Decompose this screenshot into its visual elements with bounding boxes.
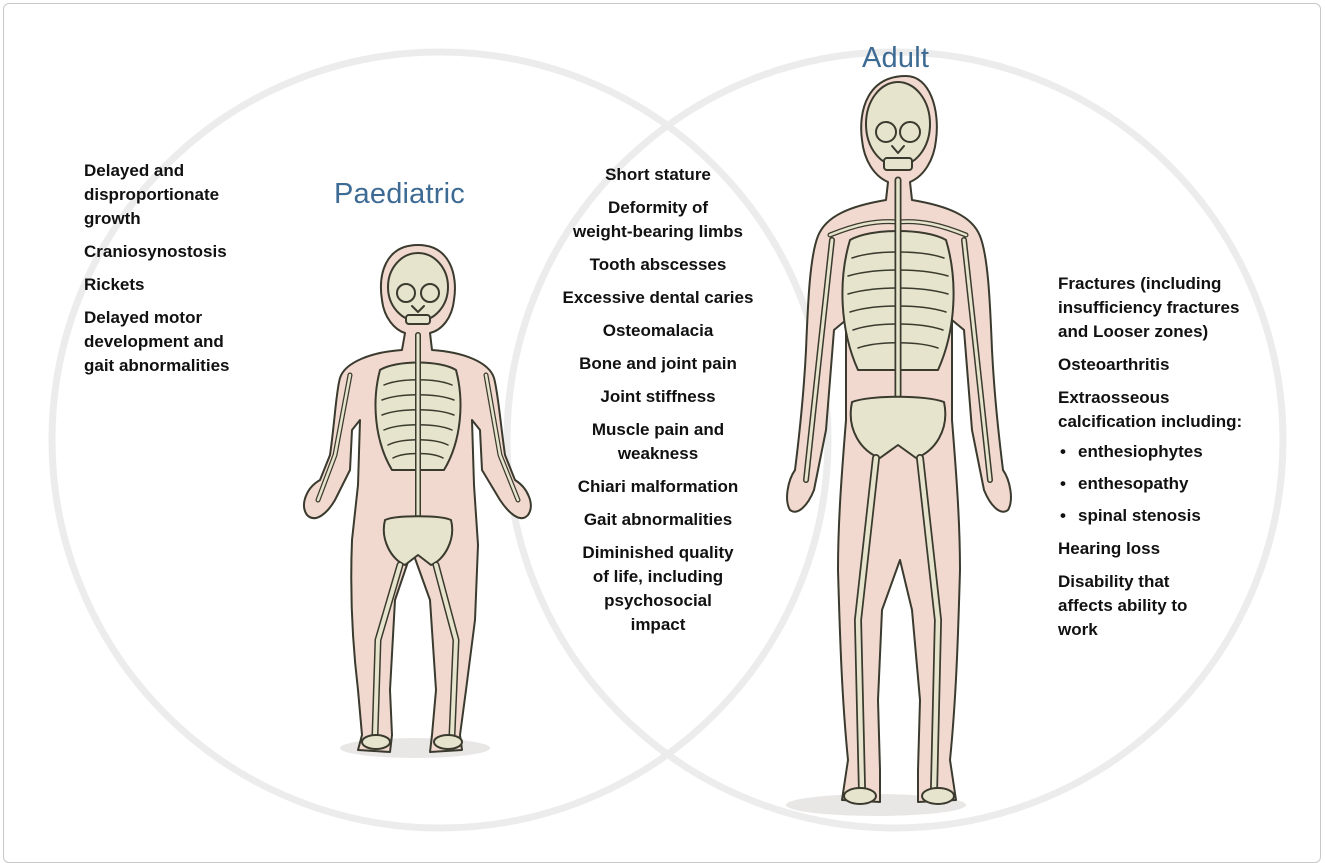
list-item: Osteomalacia	[554, 319, 762, 343]
list-item: Delayed and disproportionate growth	[84, 159, 284, 231]
adult-skeleton-image	[786, 76, 1011, 816]
list-item: Hearing loss	[1058, 537, 1258, 561]
list-item: Diminished quality of life, including ps…	[554, 541, 762, 637]
list-item: Short stature	[554, 163, 762, 187]
list-item: Excessive dental caries	[554, 286, 762, 310]
paediatric-skeleton-image	[304, 245, 531, 758]
list-item: Fractures (including insufficiency fract…	[1058, 272, 1258, 344]
shared-list: Short stature Deformity of weight-bearin…	[554, 163, 762, 646]
list-item: Gait abnormalities	[554, 508, 762, 532]
sub-list-item: enthesiophytes	[1058, 440, 1258, 464]
list-item: Craniosynostosis	[84, 240, 284, 264]
list-item: Bone and joint pain	[554, 352, 762, 376]
list-item: Disability that affects ability to work	[1058, 570, 1258, 642]
list-item: Extraosseous calcification including:	[1058, 386, 1258, 434]
adult-heading: Adult	[862, 42, 929, 75]
list-item: Osteoarthritis	[1058, 353, 1258, 377]
sub-list-item: enthesopathy	[1058, 472, 1258, 496]
list-item: Chiari malformation	[554, 475, 762, 499]
paediatric-list: Delayed and disproportionate growth Cran…	[84, 159, 284, 387]
sub-list-item: spinal stenosis	[1058, 504, 1258, 528]
adult-list: Fractures (including insufficiency fract…	[1058, 272, 1258, 651]
list-item: Muscle pain and weakness	[554, 418, 762, 466]
calcification-sublist: enthesiophytes enthesopathy spinal steno…	[1058, 440, 1258, 528]
list-item: Delayed motor development and gait abnor…	[84, 306, 284, 378]
list-item: Deformity of weight-bearing limbs	[554, 196, 762, 244]
paediatric-heading: Paediatric	[334, 178, 465, 211]
infographic: Paediatric Adult Delayed and disproporti…	[0, 0, 1325, 833]
list-item: Rickets	[84, 273, 284, 297]
list-item: Joint stiffness	[554, 385, 762, 409]
list-item: Tooth abscesses	[554, 253, 762, 277]
